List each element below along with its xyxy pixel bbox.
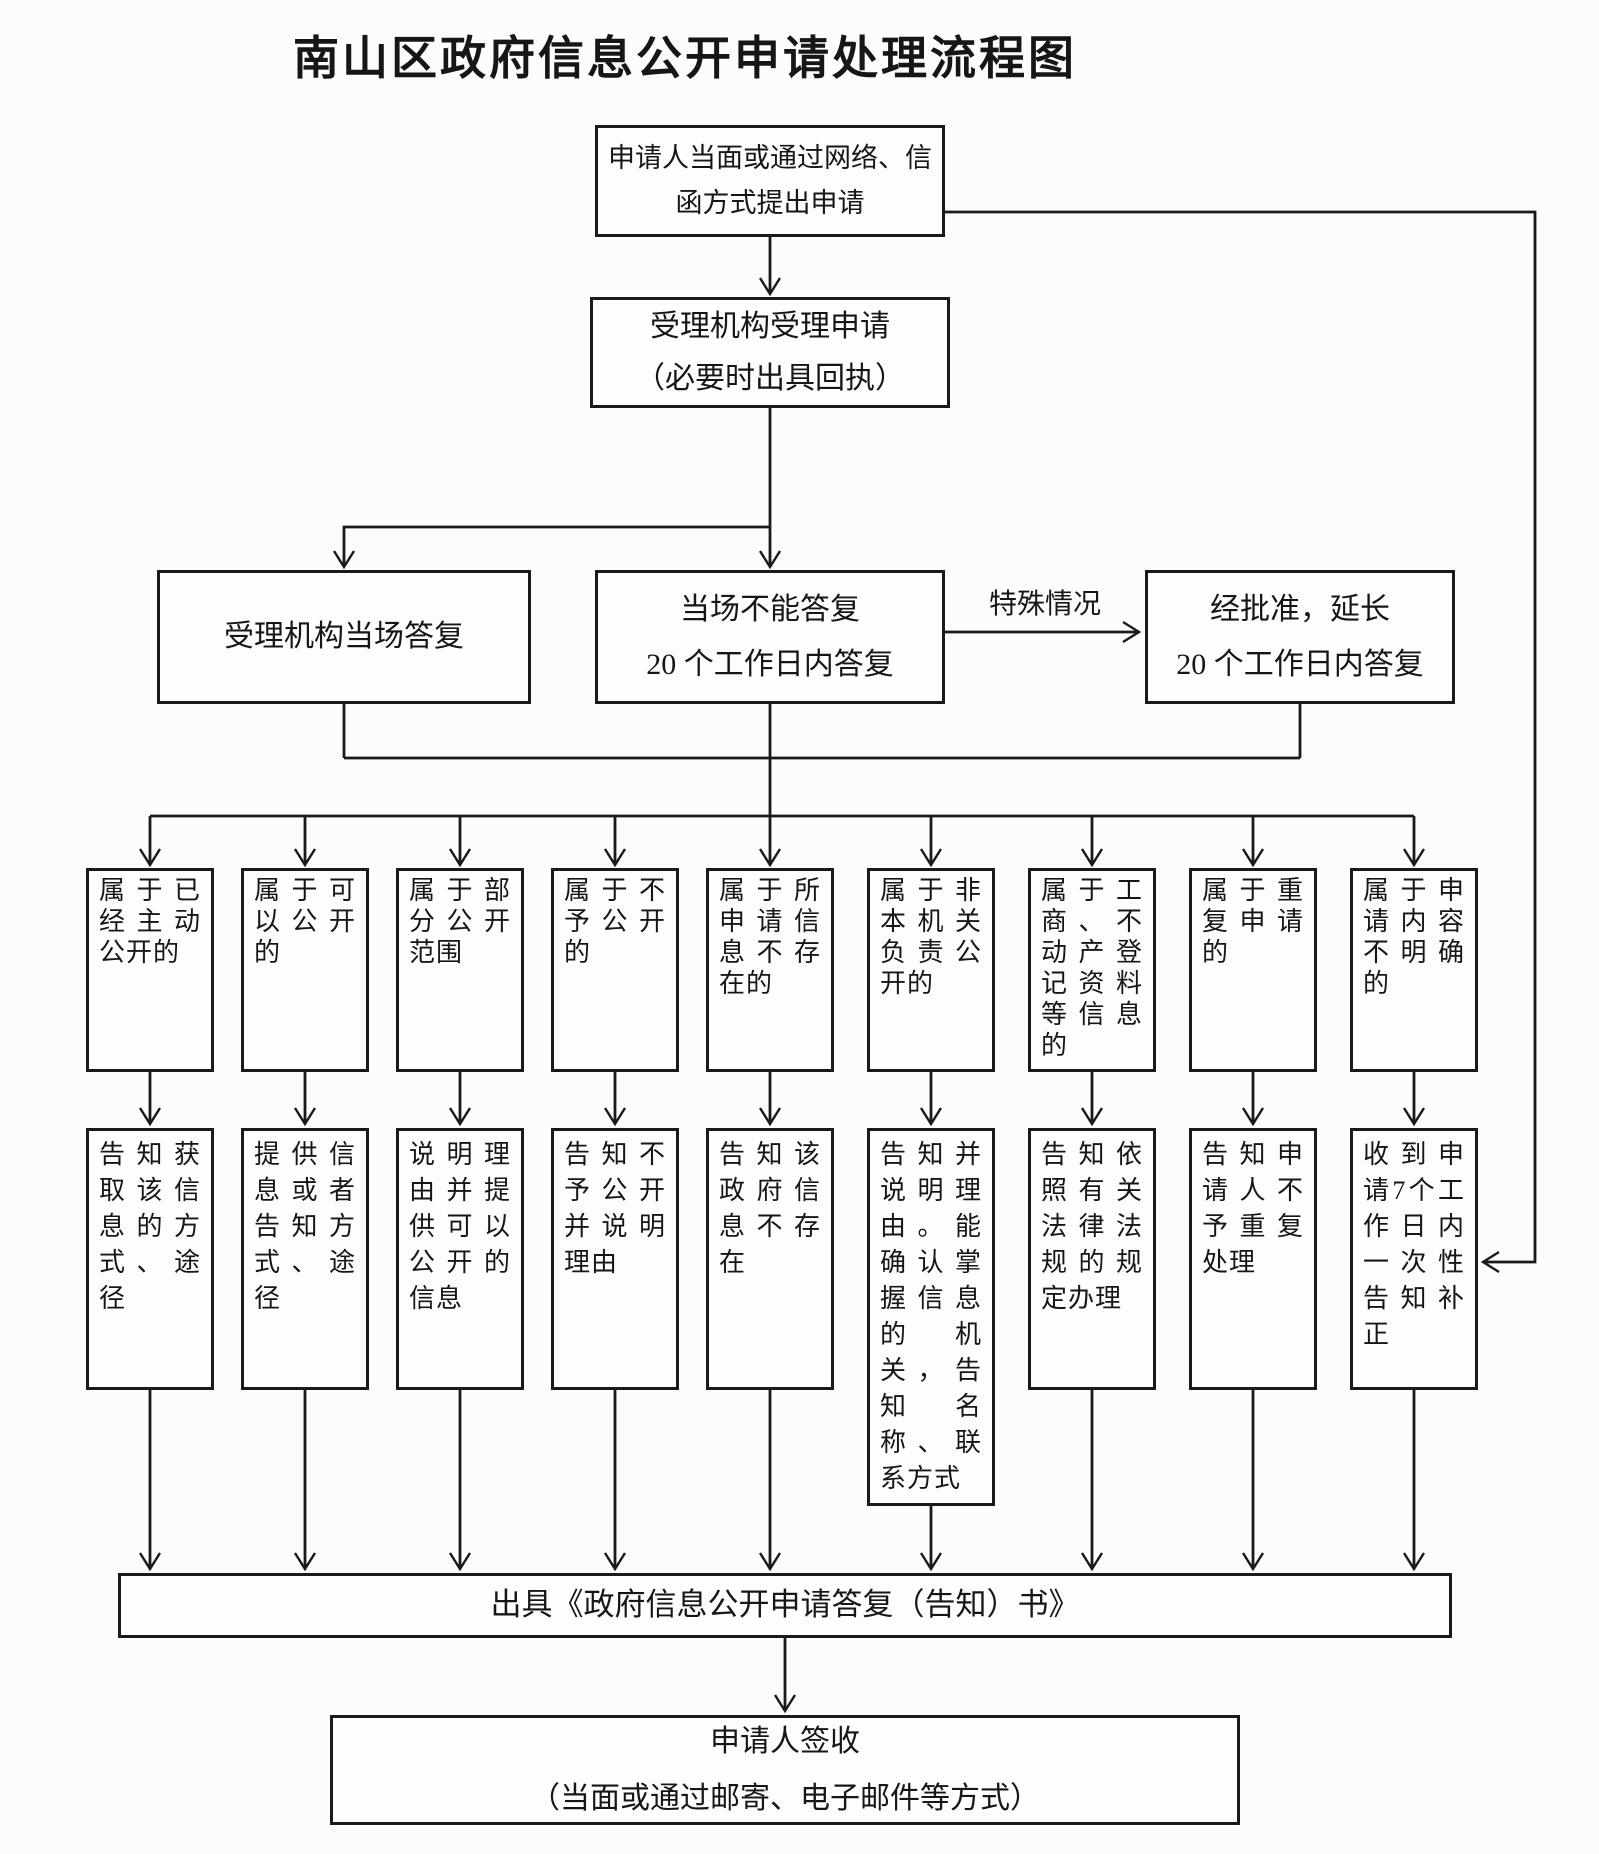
- sign-line1: 申请人签收: [710, 1724, 860, 1758]
- category-box: 属于已经主动公开的: [86, 868, 214, 1072]
- onsite-reply-box: 受理机构当场答复: [157, 570, 531, 704]
- accept-box: 受理机构受理申请 （必要时出具回执）: [590, 297, 950, 408]
- action-box: 告知该政府信息不存在: [706, 1128, 834, 1390]
- action-box: 告知申请人不予重复处理: [1189, 1128, 1317, 1390]
- apply-line2: 函方式提出申请: [675, 188, 865, 218]
- action-box: 告知不予公开并说明理由: [551, 1128, 679, 1390]
- category-box: 属于非本机关负责公开的: [867, 868, 995, 1072]
- issue-document-box: 出具《政府信息公开申请答复（告知）书》: [118, 1573, 1452, 1638]
- category-box: 属于可以公开的: [241, 868, 369, 1072]
- action-box: 收到申请7个工作日内一次性告知补正: [1350, 1128, 1478, 1390]
- action-box: 告知获取该信息的方式、途径: [86, 1128, 214, 1390]
- apply-box: 申请人当面或通过网络、信 函方式提出申请: [595, 125, 945, 237]
- category-box: 属于重复申请的: [1189, 868, 1317, 1072]
- category-box: 属于所申请信息不存在的: [706, 868, 834, 1072]
- apply-line1: 申请人当面或通过网络、信: [608, 142, 932, 173]
- connector-accept-onsite: [332, 525, 770, 570]
- deferred-line2: 20 个工作日内答复: [646, 648, 894, 681]
- deferred-reply-box: 当场不能答复 20 个工作日内答复: [595, 570, 945, 704]
- sign-receipt-box: 申请人签收 （当面或通过邮寄、电子邮件等方式）: [330, 1715, 1240, 1825]
- issue-document-label: 出具《政府信息公开申请答复（告知）书》: [490, 1587, 1080, 1623]
- category-box: 属于不予公开的: [551, 868, 679, 1072]
- accept-line2: （必要时出具回执）: [635, 361, 905, 395]
- category-box: 属于工商、不动产登记资料等信息的: [1028, 868, 1156, 1072]
- special-case-label: 特殊情况: [988, 589, 1101, 620]
- deferred-line1: 当场不能答复: [680, 592, 860, 626]
- accept-line1: 受理机构受理申请: [650, 310, 890, 343]
- action-box: 说明理由并提供可以公开的信息: [396, 1128, 524, 1390]
- onsite-reply-label: 受理机构当场答复: [224, 620, 464, 654]
- category-box: 属于申请内容不明确的: [1350, 868, 1478, 1072]
- connector-apply-supplement-loop: [945, 210, 1537, 1274]
- action-box: 告知依照有关法律法规的规定办理: [1028, 1128, 1156, 1390]
- category-box: 属于部分公开范围: [396, 868, 524, 1072]
- page-title: 南山区政府信息公开申请处理流程图: [293, 33, 1077, 84]
- action-box: 告知并说明理由。能确认掌握信息的机关，告知名称、联系方式: [867, 1128, 995, 1506]
- extended-reply-box: 经批准，延长 20 个工作日内答复: [1145, 570, 1455, 704]
- extended-line2: 20 个工作日内答复: [1176, 648, 1424, 681]
- extended-line1: 经批准，延长: [1210, 592, 1390, 626]
- sign-line2: （当面或通过邮寄、电子邮件等方式）: [530, 1782, 1040, 1815]
- action-box: 提供信息或者告知方式、途径: [241, 1128, 369, 1390]
